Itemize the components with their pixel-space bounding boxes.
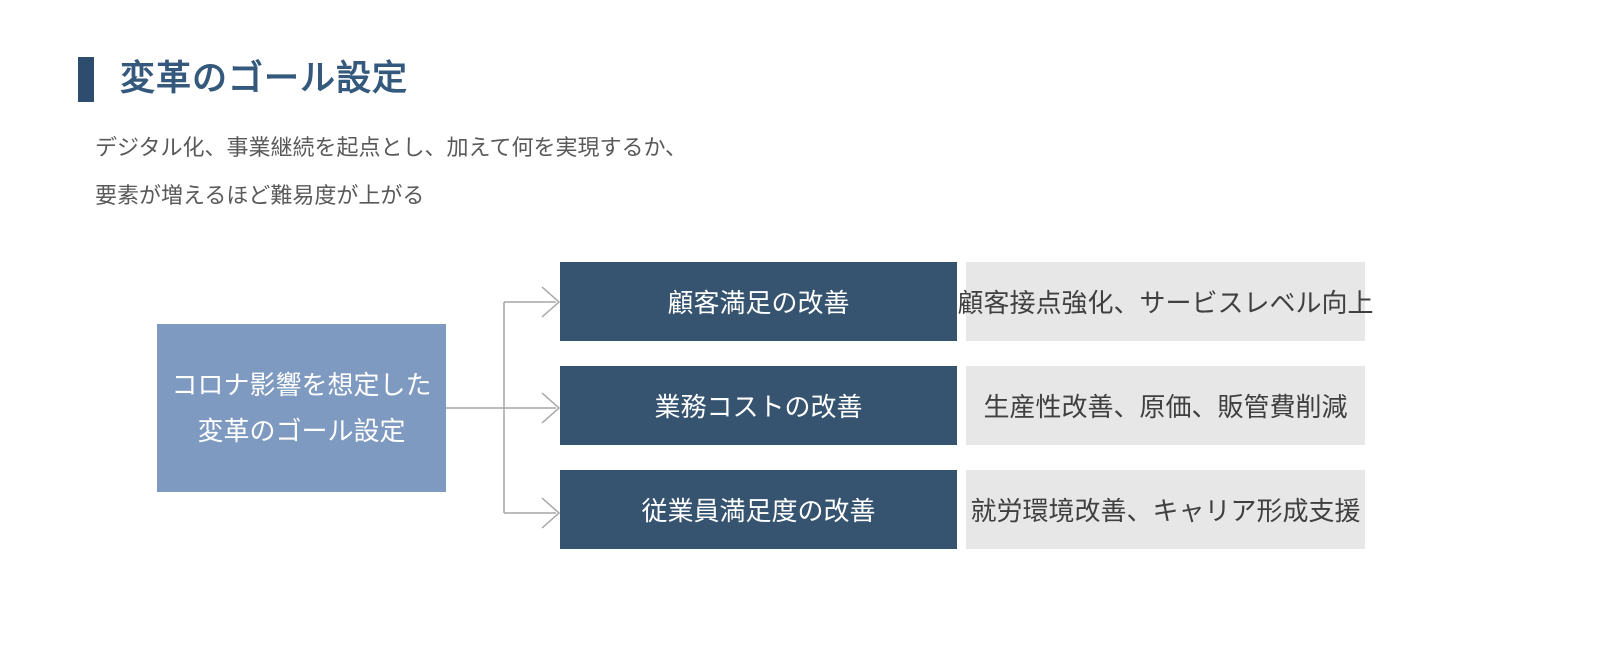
goal-box-employee-satisfaction: 従業員満足度の改善 <box>560 470 957 549</box>
source-goal-line-1: コロナ影響を想定した <box>171 370 432 400</box>
description-text: デジタル化、事業継続を起点とし、加えて何を実現するか、 要素が増えるほど難易度が… <box>95 124 687 220</box>
goal-box-operating-cost: 業務コストの改善 <box>560 366 957 445</box>
detail-box-customer-satisfaction: 顧客接点強化、サービスレベル向上 <box>958 262 1374 341</box>
goal-box-customer-satisfaction: 顧客満足の改善 <box>560 262 957 341</box>
page-title: 変革のゴール設定 <box>120 59 409 98</box>
goal-label: 業務コストの改善 <box>654 392 863 422</box>
detail-label: 顧客接点強化、サービスレベル向上 <box>957 288 1374 318</box>
title-accent-bar <box>78 57 94 102</box>
arrow-icon <box>541 497 561 529</box>
detail-box-employee-satisfaction: 就労環境改善、キャリア形成支援 <box>966 470 1365 549</box>
source-goal-box: コロナ影響を想定した 変革のゴール設定 <box>157 324 446 492</box>
source-goal-line-2: 変革のゴール設定 <box>197 416 406 446</box>
goal-label: 従業員満足度の改善 <box>641 496 876 526</box>
arrow-icon <box>541 286 561 318</box>
goal-label: 顧客満足の改善 <box>667 288 850 318</box>
description-line-2: 要素が増えるほど難易度が上がる <box>95 183 425 208</box>
description-line-1: デジタル化、事業継続を起点とし、加えて何を実現するか、 <box>95 135 688 160</box>
detail-label: 就労環境改善、キャリア形成支援 <box>970 496 1361 526</box>
arrow-icon <box>541 392 561 424</box>
detail-box-operating-cost: 生産性改善、原価、販管費削減 <box>966 366 1365 445</box>
detail-label: 生産性改善、原価、販管費削減 <box>983 392 1348 422</box>
